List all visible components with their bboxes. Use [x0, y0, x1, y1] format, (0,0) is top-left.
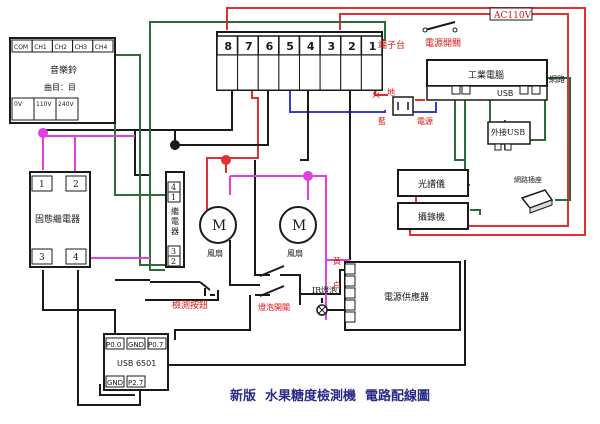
- ext-usb-label: 外接USB: [491, 127, 525, 137]
- fan-1-symbol: M: [212, 218, 226, 234]
- ssr-label: 固態繼電器: [35, 213, 80, 225]
- plug-blue: 藍: [378, 116, 386, 126]
- relay-pin-4: 4: [171, 183, 176, 192]
- power-switch: 電源開關: [422, 21, 461, 49]
- junction-dots: [38, 128, 313, 181]
- music-pin-ch3: CH3: [75, 44, 88, 51]
- lamp-switch: 燈泡開關: [258, 265, 290, 312]
- plug-fire: 火: [372, 90, 380, 99]
- terminal-number-2: 2: [348, 40, 356, 53]
- solid-state-relay: 1 2 3 4 固態繼電器: [29, 171, 91, 268]
- ac-label: AC110V: [493, 11, 532, 21]
- terminal-number-5: 5: [286, 40, 294, 53]
- ir-lamp-label: IR燈泡: [312, 285, 337, 295]
- music-bottom-pin-240v: 240V: [58, 101, 74, 108]
- terminal-slot-4: [299, 54, 321, 91]
- terminal-slot-2: [340, 54, 362, 91]
- junction-black-center: [170, 140, 180, 150]
- relay: 4 1 3 2 繼電器: [165, 171, 185, 268]
- spectrometer: 光譜儀: [397, 169, 469, 197]
- power-supply: 電源供應器 黃 白: [333, 256, 461, 331]
- ssr-pin-3: 3: [39, 253, 45, 263]
- music-pin-com: COM: [14, 44, 28, 51]
- usb6501-label: USB 6501: [117, 359, 156, 368]
- music-title: 音樂鈴: [50, 64, 77, 76]
- lamp-switch-label: 燈泡開關: [258, 302, 290, 312]
- ssr-pin-2: 2: [73, 180, 79, 190]
- camera: 攝錄機: [397, 202, 469, 230]
- usb6501-pin-gnd-top: GND: [128, 341, 144, 349]
- terminal-number-4: 4: [307, 40, 315, 53]
- pc-label: 工業電腦: [468, 69, 504, 81]
- terminal-slot-3: [319, 54, 342, 91]
- relay-pin-2: 2: [171, 257, 176, 266]
- fan-2: M 風扇: [279, 206, 317, 258]
- terminal-number-1: 1: [369, 40, 377, 53]
- terminal-slot-1: [360, 54, 383, 91]
- usb6501-pin-gnd-bottom: GND: [107, 379, 123, 387]
- industrial-pc: 工業電腦 USB 網路: [426, 59, 565, 101]
- fan-1-label: 風扇: [207, 248, 223, 258]
- net-outlet-label: 網路插座: [514, 175, 542, 184]
- spectrometer-label: 光譜儀: [418, 178, 445, 190]
- ssr-pin-1: 1: [39, 180, 45, 190]
- terminal-number-3: 3: [327, 40, 335, 53]
- music-bell: COM CH1 CH2 CH3 CH4 音樂鈴 曲目：目 0V 110V 240V: [9, 37, 116, 124]
- detect-button: 檢測按鈕: [150, 281, 211, 311]
- wires-black: [42, 90, 466, 406]
- terminal-number-8: 8: [224, 40, 232, 53]
- music-pin-box-ch4: [92, 39, 114, 53]
- music-bottom-pins: 0V 110V 240V: [11, 97, 79, 121]
- network-outlet: 網路插座: [514, 175, 554, 214]
- music-bottom-pin-0v: 0V: [14, 101, 23, 108]
- psu-wire-yellow: 黃: [333, 256, 341, 266]
- terminal-label: 端子台: [378, 39, 405, 51]
- detect-button-label: 檢測按鈕: [172, 299, 208, 311]
- ssr-pin-4: 4: [73, 253, 79, 263]
- ac-label-box: [489, 7, 533, 21]
- psu-label: 電源供應器: [384, 291, 429, 303]
- usb6501-pin-p07: P0.7: [148, 341, 163, 349]
- camera-label: 攝錄機: [418, 211, 445, 223]
- terminal-slot-8: [216, 54, 239, 91]
- music-pin-ch1: CH1: [34, 44, 47, 51]
- diagram-title: 新版 水果糖度檢測機 電路配線圖: [230, 388, 430, 404]
- pc-network: 網路: [549, 74, 565, 84]
- music-pin-ch4: CH4: [95, 44, 108, 51]
- relay-pin-3: 3: [171, 247, 176, 256]
- power-switch-label: 電源開關: [425, 38, 461, 49]
- external-usb: 外接USB: [487, 121, 531, 151]
- power-plug: 火 地 藍 電源: [372, 87, 433, 126]
- plug-ground: 地: [387, 87, 395, 97]
- terminal-number-6: 6: [266, 40, 274, 53]
- fan-2-label: 風扇: [287, 248, 303, 258]
- music-pin-ch2: CH2: [54, 44, 67, 51]
- junction-red-fan: [221, 155, 231, 165]
- terminal-slot-7: [237, 54, 259, 91]
- usb6501: P0.0 GND P0.7 USB 6501 GND P2.7: [103, 333, 169, 391]
- terminal-slot-6: [257, 54, 280, 91]
- usb6501-pin-p27: P2.7: [128, 379, 143, 387]
- terminal-slot-5: [278, 54, 300, 91]
- music-subtitle: 曲目：目: [44, 82, 76, 92]
- music-bottom-pin-110v: 110V: [36, 101, 52, 108]
- usb6501-pin-p00: P0.0: [106, 341, 121, 349]
- relay-label: 繼電器: [171, 206, 179, 236]
- wires-blue: [289, 90, 437, 113]
- psu-wire-white: 白: [333, 280, 341, 290]
- terminal-number-7: 7: [245, 40, 253, 53]
- junction-magenta-fan: [303, 171, 313, 181]
- pc-usb: USB: [497, 89, 513, 98]
- relay-pin-1: 1: [171, 193, 176, 202]
- plug-power: 電源: [417, 117, 433, 126]
- fan-2-symbol: M: [292, 218, 306, 234]
- junction-magenta-left: [38, 128, 48, 138]
- fan-1: M 風扇: [199, 206, 237, 258]
- music-bottom-box-240v: [55, 97, 79, 121]
- music-top-pins: COM CH1 CH2 CH3 CH4: [11, 39, 114, 53]
- ir-lamp: IR燈泡: [312, 285, 337, 316]
